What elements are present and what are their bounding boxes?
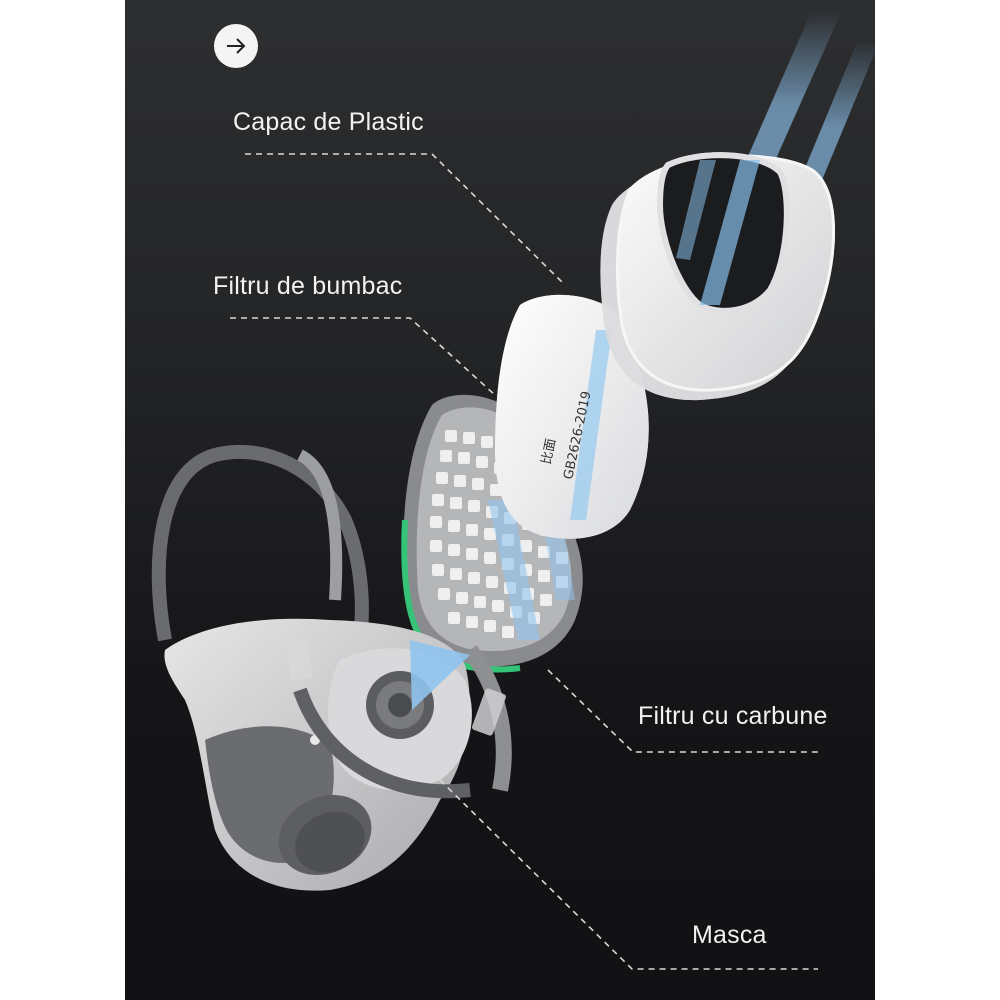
plastic-cap-overlay <box>600 152 836 401</box>
label-cotton-filter: Filtru de bumbac <box>213 272 403 300</box>
label-mask: Masca <box>692 921 767 949</box>
carbon-filter-illustration <box>401 394 583 673</box>
label-carbon-filter: Filtru cu carbune <box>638 702 828 730</box>
airflow-arrow-icon <box>410 640 470 710</box>
svg-text:比面: 比面 <box>539 437 559 466</box>
label-plastic-cap: Capac de Plastic <box>233 108 424 136</box>
cotton-filter-overlay: GB2626-2019 比面 <box>495 294 649 539</box>
arrow-right-icon <box>227 38 246 54</box>
next-button[interactable] <box>214 24 258 68</box>
